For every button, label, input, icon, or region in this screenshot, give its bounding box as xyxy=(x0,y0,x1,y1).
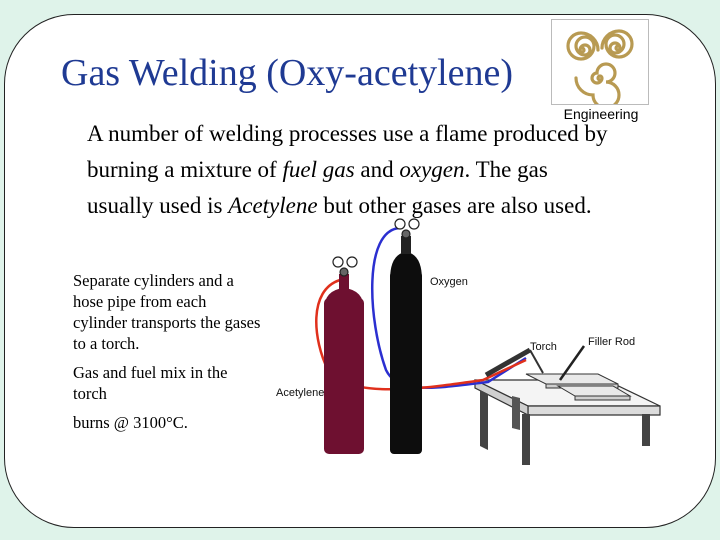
label-oxygen: Oxygen xyxy=(430,276,468,288)
acetylene-cylinder xyxy=(324,274,364,454)
side-notes: Separate cylinders and a hose pipe from … xyxy=(73,270,263,441)
filler-rod xyxy=(558,345,586,381)
workpiece xyxy=(525,373,632,401)
note-cylinders: Separate cylinders and a hose pipe from … xyxy=(73,271,261,353)
intro-text-1: A number of welding processes use a flam… xyxy=(87,121,608,182)
intro-fuel-gas: fuel gas xyxy=(282,157,355,182)
oxygen-cylinder xyxy=(390,236,422,454)
pressure-gauge-icon xyxy=(332,218,420,277)
intro-text-4: but other gases are also used. xyxy=(317,193,592,218)
label-torch: Torch xyxy=(530,341,557,353)
intro-text-3: . The gas usually used is xyxy=(87,157,548,218)
intro-text-2: and xyxy=(354,157,400,182)
engineering-logo xyxy=(551,19,649,110)
logo-caption: Engineering xyxy=(563,106,639,122)
slide-title: Gas Welding (Oxy-acetylene) xyxy=(61,52,514,94)
intro-oxygen: oxygen xyxy=(399,157,465,182)
label-filler-rod: Filler Rod xyxy=(588,336,635,348)
torch xyxy=(484,347,544,378)
intro-paragraph: A number of welding processes use a flam… xyxy=(87,116,617,224)
welding-diagram: Oxygen Acetylene Torch Filler Rod xyxy=(276,218,661,465)
welding-table xyxy=(474,379,661,465)
note-temperature: burns @ 3100°C. xyxy=(73,413,188,432)
label-acetylene: Acetylene xyxy=(276,387,324,399)
oxygen-hose xyxy=(371,226,527,389)
note-mixing: Gas and fuel mix in the torch xyxy=(73,363,228,403)
intro-acetylene: Acetylene xyxy=(228,193,318,218)
triple-spiral-logo-icon xyxy=(566,29,634,110)
